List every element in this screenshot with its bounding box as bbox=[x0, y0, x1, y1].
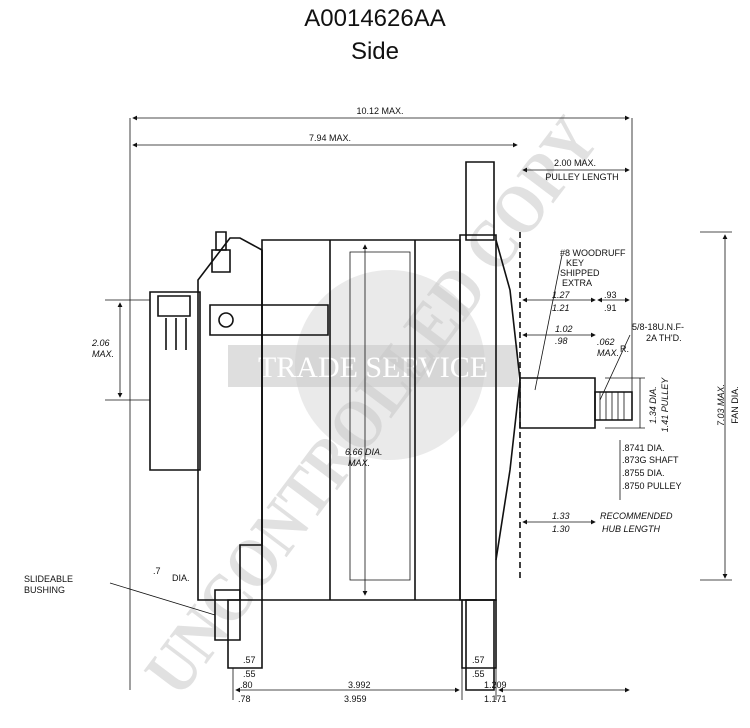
foot-span-2: 3.959 bbox=[344, 694, 367, 704]
shaft-dia-1: .8741 DIA. bbox=[622, 443, 665, 453]
dim-overall-length: 10.12 MAX. bbox=[356, 106, 403, 116]
key-note-2: KEY bbox=[566, 258, 584, 268]
ear-bolt bbox=[218, 312, 234, 328]
dim-pulley-length: 2.00 MAX. bbox=[554, 158, 596, 168]
watermark-logo-text: TRADE SERVICE bbox=[258, 351, 488, 384]
dim-0-93: .93 bbox=[604, 290, 617, 300]
view-subtitle: Side bbox=[350, 38, 400, 65]
fan-dia-2: FAN DIA. bbox=[730, 386, 740, 424]
mounting-ear bbox=[209, 304, 329, 336]
foot-right-2: .55 bbox=[472, 669, 485, 679]
dim-0-062-max: MAX. bbox=[597, 348, 619, 358]
foot-left-4: .78 bbox=[238, 694, 251, 704]
body-dia-1: 6.66 DIA. bbox=[345, 447, 383, 457]
pulley-dia-1: 1.34 DIA. bbox=[648, 386, 658, 424]
dimension-labels: 10.12 MAX. 7.94 MAX. 2.00 MAX. PULLEY LE… bbox=[24, 106, 740, 704]
bushing-label-1: SLIDEABLE bbox=[24, 574, 73, 584]
key-note-1: #8 WOODRUFF bbox=[560, 248, 626, 258]
dim-pulley-length-label: PULLEY LENGTH bbox=[545, 172, 618, 182]
thread-spec-2: 2A TH'D. bbox=[646, 333, 682, 343]
bushing-dia: DIA. bbox=[172, 573, 190, 583]
hub-length-2: 1.30 bbox=[552, 524, 570, 534]
thread-marks bbox=[599, 392, 625, 420]
bushing-dia-value: .7 bbox=[153, 566, 161, 576]
foot-left-1: .57 bbox=[243, 655, 256, 665]
foot-left-3: .80 bbox=[240, 680, 253, 690]
slideable-bushing bbox=[214, 589, 241, 641]
dim-0-062: .062 bbox=[597, 337, 615, 347]
dim-0-062-r: R. bbox=[620, 344, 629, 354]
front-offset-1: 1.209 bbox=[484, 680, 507, 690]
bushing-label-2: BUSHING bbox=[24, 585, 65, 595]
pulley-dia-2: 1.41 PULLEY bbox=[660, 377, 670, 433]
dim-0-91: .91 bbox=[604, 303, 617, 313]
thread-spec-1: 5/8-18U.N.F- bbox=[632, 322, 684, 332]
terminal-post bbox=[215, 231, 227, 251]
shaft-dia-4: .8750 PULLEY bbox=[622, 481, 682, 491]
stator-seams bbox=[329, 240, 416, 600]
hub-recommended: RECOMMENDED bbox=[600, 511, 673, 521]
foot-right-1: .57 bbox=[472, 655, 485, 665]
dim-1-21: 1.21 bbox=[552, 303, 570, 313]
terminal-height-2: MAX. bbox=[92, 349, 114, 359]
threaded-shaft bbox=[594, 391, 633, 421]
shaft-dia-3: .8755 DIA. bbox=[622, 468, 665, 478]
terminal-stud bbox=[211, 249, 231, 273]
foot-span-1: 3.992 bbox=[348, 680, 371, 690]
front-offset-2: 1.171 bbox=[484, 694, 507, 704]
fan-upper-blade bbox=[465, 161, 495, 241]
dim-body-length: 7.94 MAX. bbox=[309, 133, 351, 143]
fan-dia-1: 7.03 MAX. bbox=[716, 384, 726, 426]
dimension-lines bbox=[105, 115, 732, 700]
watermark-logo-band bbox=[228, 345, 518, 387]
dim-1-27: 1.27 bbox=[552, 290, 571, 300]
plug-pins bbox=[165, 318, 187, 350]
hub-length-1: 1.33 bbox=[552, 511, 570, 521]
part-number-title: A0014626AA bbox=[304, 5, 446, 32]
dim-0-98: .98 bbox=[555, 336, 568, 346]
key-note-4: EXTRA bbox=[562, 278, 592, 288]
hub-length-label: HUB LENGTH bbox=[602, 524, 661, 534]
regulator-plug bbox=[157, 295, 191, 317]
dim-1-02: 1.02 bbox=[555, 324, 573, 334]
key-note-3: SHIPPED bbox=[560, 268, 600, 278]
shaft-dia-2: .873G SHAFT bbox=[622, 455, 679, 465]
foot-left-2: .55 bbox=[243, 669, 256, 679]
pulley-hub bbox=[519, 377, 596, 429]
left-foot bbox=[227, 599, 263, 669]
terminal-height-1: 2.06 bbox=[91, 338, 110, 348]
body-dia-2: MAX. bbox=[348, 458, 370, 468]
watermark: TRADE SERVICE UNCONTROLLED COPY bbox=[131, 104, 614, 709]
watermark-diagonal-text: UNCONTROLLED COPY bbox=[131, 104, 614, 709]
rotor-outline bbox=[349, 251, 411, 581]
rear-cover bbox=[149, 291, 201, 471]
